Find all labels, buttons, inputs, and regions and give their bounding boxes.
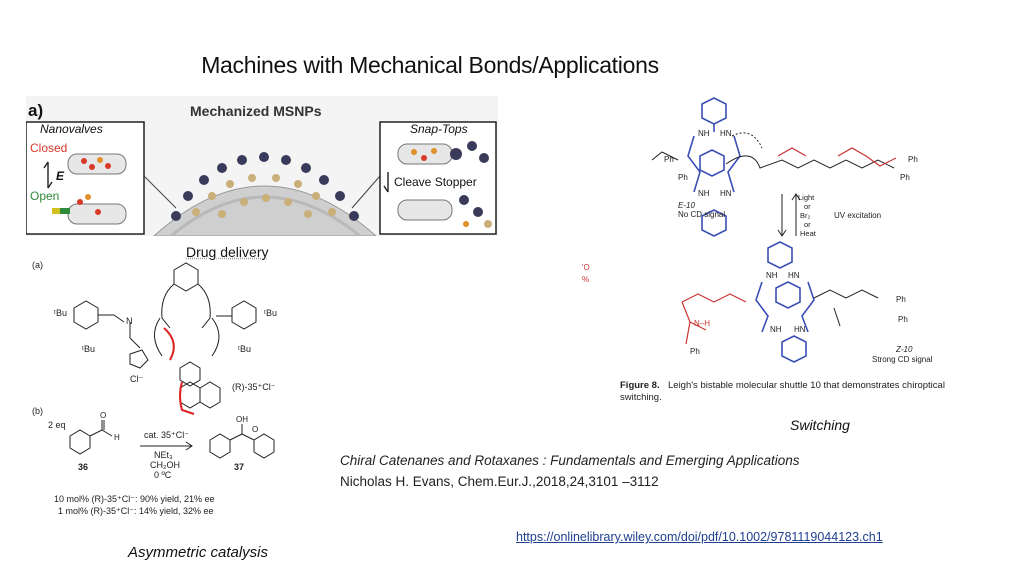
result-line-2: 1 mol% (R)-35⁺Cl⁻: 14% yield, 32% ee [58, 506, 214, 516]
top-ph-3: Ph [908, 155, 918, 164]
uv-label: UV excitation [834, 211, 881, 220]
mechanized-msnp-figure: a) Nanovalves Closed E Open Mechanized M… [26, 96, 498, 236]
e10-note: No CD signal [678, 210, 725, 219]
snap-capsule-bottom [397, 199, 453, 221]
compound-35-label: (R)-35⁺Cl⁻ [232, 382, 276, 392]
top-nh-2: NH [698, 189, 710, 198]
nanovalves-title: Nanovalves [40, 122, 103, 136]
panel-label-b: (b) [32, 406, 43, 416]
caption-asymmetric-catalysis: Asymmetric catalysis [128, 544, 269, 561]
compound-36: 36 [78, 462, 88, 472]
bottom-ph-3: Ph [898, 315, 908, 324]
molecular-shuttle-figure: 'O % NH HN NH HN Ph Ph Ph Ph E-10 No CD … [582, 97, 945, 403]
side-fragment-1: 'O [582, 263, 590, 272]
temperature-label: 0 ºC [154, 470, 172, 480]
z10-label: Z-10 [895, 345, 913, 354]
stimulus-label: Light or Br₂ or Heat [798, 193, 817, 238]
asymmetric-catalysis-figure: (a) ᵗBu ᵗBu N ᵗBu ᵗBu Cl⁻ (R)-35⁺Cl⁻ (b)… [32, 260, 277, 516]
citation-authors: Nicholas H. Evans, Chem.Eur.J.,2018,24,3… [340, 474, 659, 489]
bottom-nh-2: NH [770, 325, 782, 334]
panel-label-a: a) [28, 101, 43, 120]
tbu-top-right: ᵗBu [264, 308, 277, 318]
catalyst-label: cat. 35⁺Cl⁻ [144, 430, 189, 440]
citation: Chiral Catenanes and Rotaxanes : Fundame… [340, 450, 800, 492]
reagent-o: O [100, 411, 106, 420]
bottom-n-h: N–H [694, 319, 710, 328]
top-ph-1: Ph [664, 155, 674, 164]
reagent-h: H [114, 433, 120, 442]
figure-8-caption-1: Leigh's bistable molecular shuttle 10 th… [668, 380, 945, 391]
side-fragment-2: % [582, 275, 589, 284]
n-atom: N [126, 316, 133, 326]
top-ph-4: Ph [900, 173, 910, 182]
nanovalves-closed: Closed [30, 141, 67, 155]
stimulus-line-3: Br₂ [800, 211, 811, 220]
stimulus-line-1: Light [798, 193, 815, 202]
snap-tops-title: Snap-Tops [410, 122, 468, 136]
product-oh: OH [236, 415, 248, 424]
panel-label-a2: (a) [32, 260, 43, 270]
bottom-nh: NH [766, 271, 778, 280]
stimulus-line-4: or [804, 220, 811, 229]
msnp-particles [171, 152, 359, 221]
top-nh: NH [698, 129, 710, 138]
product-o: O [252, 425, 258, 434]
top-hn-2: HN [720, 189, 732, 198]
result-line-1: 10 mol% (R)-35⁺Cl⁻: 90% yield, 21% ee [54, 494, 215, 504]
top-hn: HN [720, 129, 732, 138]
solvent-label: CH₂OH [150, 460, 180, 470]
e10-label: E-10 [678, 201, 695, 210]
base-label: NEt₃ [154, 450, 173, 460]
citation-title: Chiral Catenanes and Rotaxanes : Fundame… [340, 453, 800, 468]
stimulus-line-5: Heat [800, 229, 817, 238]
figure-8-caption-2: switching. [620, 392, 662, 403]
bottom-hn-2: HN [794, 325, 806, 334]
mechanized-title: Mechanized MSNPs [190, 103, 322, 119]
snap-capsule-top [397, 143, 453, 165]
closed-capsule [67, 153, 127, 175]
figure-8-label: Figure 8. [620, 380, 660, 391]
slide-title: Machines with Mechanical Bonds/Applicati… [201, 52, 659, 78]
nanovalves-open: Open [30, 189, 59, 203]
caption-switching: Switching [790, 417, 850, 433]
energy-arrow-label: E [56, 169, 65, 183]
stimulus-line-2: or [804, 202, 811, 211]
tbu-bottom-left: ᵗBu [82, 344, 95, 354]
bottom-ph-2: Ph [896, 295, 906, 304]
bottom-hn: HN [788, 271, 800, 280]
tbu-top-left: ᵗBu [54, 308, 67, 318]
top-ph-2: Ph [678, 173, 688, 182]
cleave-stopper-label: Cleave Stopper [394, 175, 477, 189]
compound-37: 37 [234, 462, 244, 472]
bottom-ph-1: Ph [690, 347, 700, 356]
z10-note: Strong CD signal [872, 355, 933, 364]
reagent-eq: 2 eq [48, 420, 66, 430]
source-link[interactable]: https://onlinelibrary.wiley.com/doi/pdf/… [516, 530, 883, 544]
tbu-bottom-right: ᵗBu [238, 344, 251, 354]
caption-drug-delivery: Drug delivery [186, 244, 269, 260]
chloride-label: Cl⁻ [130, 374, 143, 384]
